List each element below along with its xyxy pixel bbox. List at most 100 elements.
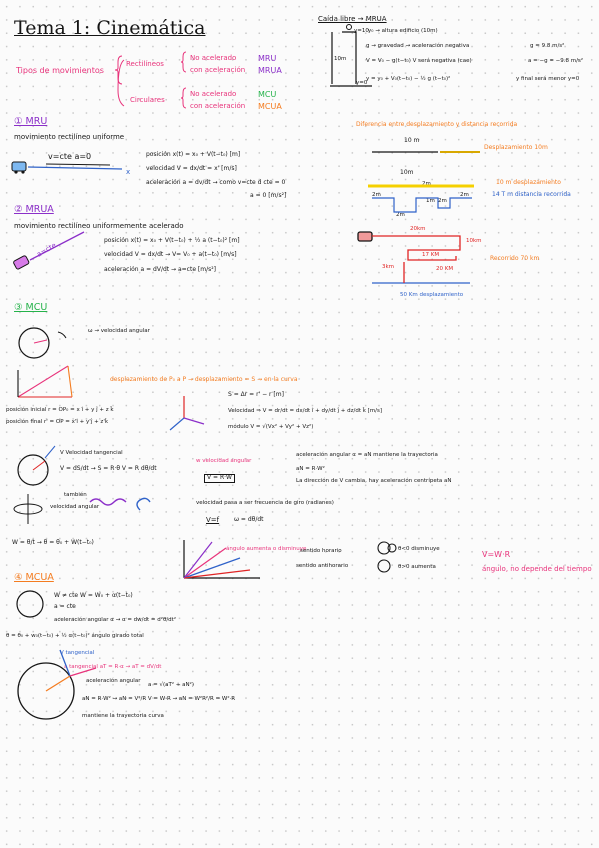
mru-acel2: a = 0 [m/s²]: [250, 192, 287, 199]
no-acelerado-1: No acelerado: [190, 54, 237, 62]
mru-pos: posición x(t) = x₀ + V(t−t₀) [m]: [146, 151, 241, 158]
mcu-vel-ang: velocidad angular: [50, 504, 100, 510]
dif-desp10: Desplazamiento 10m: [484, 144, 548, 151]
mcu-3d-axes: [169, 396, 205, 431]
mcu-desp: desplazamiento de P₀ a P → desplazamient…: [110, 376, 298, 383]
mrua-desc: movimiento rectilíneo uniformemente acel…: [14, 222, 184, 230]
caida-final: y final será menor y=0: [516, 76, 580, 82]
dif-10m: 10 m: [404, 137, 420, 144]
rectilineos-label: Rectilíneos: [126, 60, 164, 68]
mcua-acel-ang: aceleración angular: [86, 678, 141, 684]
mcu-vector-triangle: [17, 365, 73, 398]
mcu-vang-label: w velocidad angular: [196, 458, 252, 464]
caida-diagram: [330, 31, 372, 87]
dif-diagram-1: [368, 151, 480, 213]
mcua-w: W ≠ cte W = W₀ + α(t−t₀): [54, 592, 133, 599]
caida-heading-text: Caída libre → MRUA: [318, 15, 387, 23]
dif-20km-b: 20 KM: [436, 266, 454, 272]
caida-a: a = −g = −9.8 m/s²: [528, 58, 584, 64]
mcu-weq: ω = dθ/dt: [234, 516, 264, 523]
dif-2m-b: 2m: [396, 212, 405, 218]
caida-h: 10m: [334, 56, 347, 62]
caida-g: g → gravedad → aceleración negativa: [366, 43, 470, 49]
dif-2m-c: 2m: [438, 198, 447, 204]
mrua-vel: velocidad V = dx/dt → V= V₀ + a(t−t₀) [m…: [104, 251, 237, 258]
tipo-mrua: MRUA: [258, 66, 282, 75]
mcu-an: aN = R·W²: [296, 466, 325, 472]
mcu-dism: θ<0 disminuye: [398, 546, 440, 552]
mcu-veq: V=f: [206, 516, 220, 524]
tipo-mru: MRU: [258, 54, 277, 63]
mru-arrow: [27, 166, 123, 170]
caida-y0-label: y=10: [354, 28, 369, 34]
mru-heading: ① MRU: [14, 116, 48, 127]
mcua-an: aN = R·W² → aN = V²/R V = W·R → aN = W²R…: [82, 696, 236, 702]
mcu-pos-ini: posición inicial r = OP₀ = x î + y ĵ + z…: [6, 407, 114, 413]
mru-vel: velocidad V = dx/dt = x' [m/s]: [146, 165, 237, 172]
tipo-mcu: MCU: [258, 90, 277, 99]
mrua-pos: posición x(t) = x₀ + V(t−t₀) + ½ a (t−t₀…: [104, 237, 240, 244]
caida-yend-label: y=0: [356, 80, 368, 86]
mrua-car-icon: [13, 255, 30, 270]
mcu-omega-t: W = θ/t → θ = θ₀ + W(t−t₀): [12, 539, 94, 546]
caida-y: y = y₀ + V₀(t−t₀) − ½ g (t−t₀)²: [366, 76, 451, 82]
no-acelerado-2: No acelerado: [190, 90, 237, 98]
mrua-arrow: [29, 231, 85, 261]
mcu-aum: θ>0 aumenta: [398, 564, 436, 570]
mru-axis: x: [126, 168, 131, 176]
mcu-vt: V Velocidad tangencial: [60, 450, 123, 456]
mcu-angle-fan: [183, 540, 260, 579]
tipos-braces: [114, 51, 187, 109]
mcu-mod: módulo V = √(Vx² + Vy² + Vz²): [228, 424, 314, 430]
caida-heading: Caída libre → MRUA: [318, 15, 387, 23]
mcu-tangential-circle: [17, 454, 49, 486]
person-icon: [346, 24, 352, 30]
mcua-mant: mantiene la trayectoria curva: [82, 713, 164, 719]
mcu-pos-fin: posición final r' = OP = x'î + y'ĵ + z'k…: [6, 419, 109, 425]
mcu-rotation-circles: [377, 541, 397, 573]
dif-3km: 3km: [382, 264, 395, 270]
mcu-circle: [18, 327, 50, 359]
mcu-horario: sentido horario: [300, 548, 342, 554]
mcu-dir: La dirección de V cambia, hay aceleració…: [296, 478, 452, 484]
mcu-heading: ③ MCU: [14, 302, 48, 313]
tipos-label: Tipos de movimientos: [16, 66, 104, 75]
caida-gval: g = 9.8 m/s²: [530, 43, 565, 49]
mcu-vang-eq: V = R·W: [204, 474, 235, 483]
mcu-antihorario: sentido antihorario: [296, 563, 349, 569]
mcu-vt-eq: V = dS/dt → S = R·θ V = R dθ/dt: [60, 465, 157, 472]
circulares-label: Circulares: [130, 96, 165, 104]
dif-17km: 17 KM: [422, 252, 440, 258]
mrua-heading: ② MRUA: [14, 204, 54, 215]
dif-2m-e: 2m: [460, 192, 469, 198]
page-title: Tema 1: Cinemática: [14, 17, 206, 39]
caida-y0: y₀ → altura edificio (10m): [368, 28, 438, 34]
mcu-freq: velocidad pasa a ser frecuencia de giro …: [196, 500, 334, 506]
mcua-vtang: V tangencial: [60, 650, 95, 656]
mcua-a: a = cte: [54, 603, 76, 610]
mcu-vel: Velocidad ⇒ V = dr/dt = dx/dt î + dy/dt …: [228, 408, 383, 414]
mcu-spring-icon: [89, 498, 127, 506]
dif-recorrido: Recorrido 70 km: [490, 255, 540, 262]
mcu-vwr: V=W·R: [482, 550, 511, 559]
dif-20km-a: 20km: [410, 226, 426, 232]
dif-dist-note: 14 T m distancia recorrida: [492, 191, 571, 198]
mcu-acel: aceleración angular α = aN mantiene la t…: [296, 452, 438, 458]
caida-v: V = V₀ − g(t−t₀) V será negativa (cae): [366, 58, 472, 64]
mcu-angulo: ángulo aumenta o disminuye: [226, 546, 307, 552]
mcua-circle: [16, 590, 44, 618]
mcua-theta: θ = θ₀ + w₀(t−t₀) + ½ α(t−t₀)² ángulo gi…: [6, 633, 144, 639]
dif-2m-d: 2m: [422, 181, 431, 187]
mcu-s: S = Δr = r' − r [m]: [228, 391, 284, 398]
mcu-omega: ω → velocidad angular: [88, 328, 150, 334]
mrua-acel: aceleración a = dV/dt → a=cte [m/s²]: [104, 266, 217, 273]
mcua-big-circle: [17, 662, 75, 720]
con-aceleracion-1: con aceleración: [190, 66, 246, 74]
dif-2m-a: 2m: [372, 192, 381, 198]
mru-desc: movimiento rectilíneo uniforme: [14, 133, 125, 141]
dif-50km: 50 Km desplazamiento: [400, 292, 464, 298]
mru-acel: aceleración a = dv/dt → como v=cte d cte…: [146, 179, 286, 186]
dif-diagram-2: [357, 231, 470, 284]
mru-cond: v=cte a=0: [48, 152, 92, 161]
